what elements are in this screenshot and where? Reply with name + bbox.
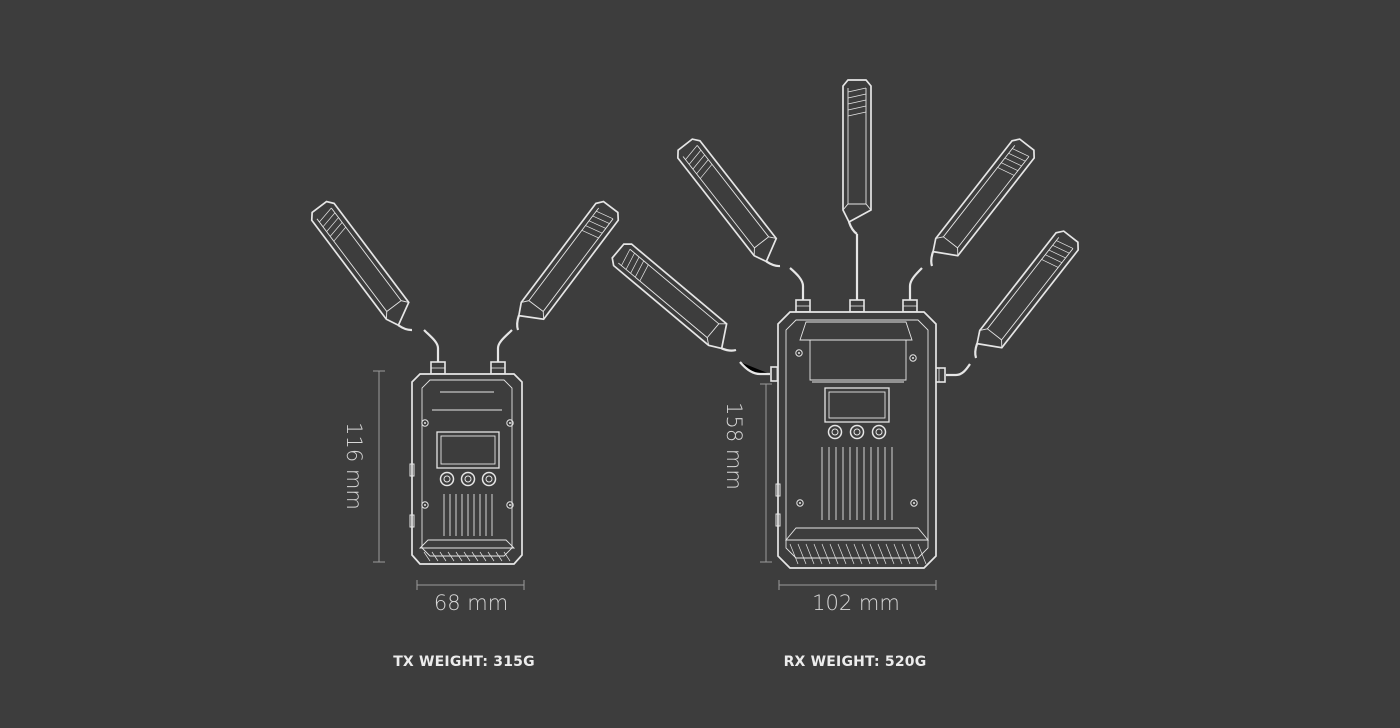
rx-antenna-top-left [673,134,805,302]
rx-weight-label: RX WEIGHT: 520G [783,654,927,670]
tx-connector-left [430,361,446,375]
rx-height-label: 158 mm [722,402,746,490]
rx-body [775,311,937,569]
rx-antenna-top-center [841,78,873,302]
tx-antenna-back [607,239,747,362]
tx-antenna-left [307,197,440,364]
rx-unit-drawing: 158 mm 102 mm [673,78,1083,615]
rx-connector-top-left [795,299,811,313]
tx-unit-drawing: 116 mm 68 mm [307,197,747,615]
rx-width-dimension [778,580,937,590]
rx-antenna-side-right [946,226,1083,377]
tx-height-label: 116 mm [342,422,366,510]
tx-antenna-right [496,197,623,364]
tx-width-label: 68 mm [434,591,508,615]
tx-connector-right [490,361,506,375]
rx-height-dimension [760,383,772,563]
rx-antenna-side-left [739,361,770,376]
tx-height-dimension [373,370,385,563]
rx-connector-top-center [849,299,865,313]
rx-width-label: 102 mm [812,591,900,615]
tx-width-dimension [416,580,525,590]
tx-body [409,373,523,565]
rx-connector-top-right [902,299,918,313]
rx-antenna-top-right [908,134,1039,302]
tx-weight-label: TX WEIGHT: 315G [393,654,535,670]
